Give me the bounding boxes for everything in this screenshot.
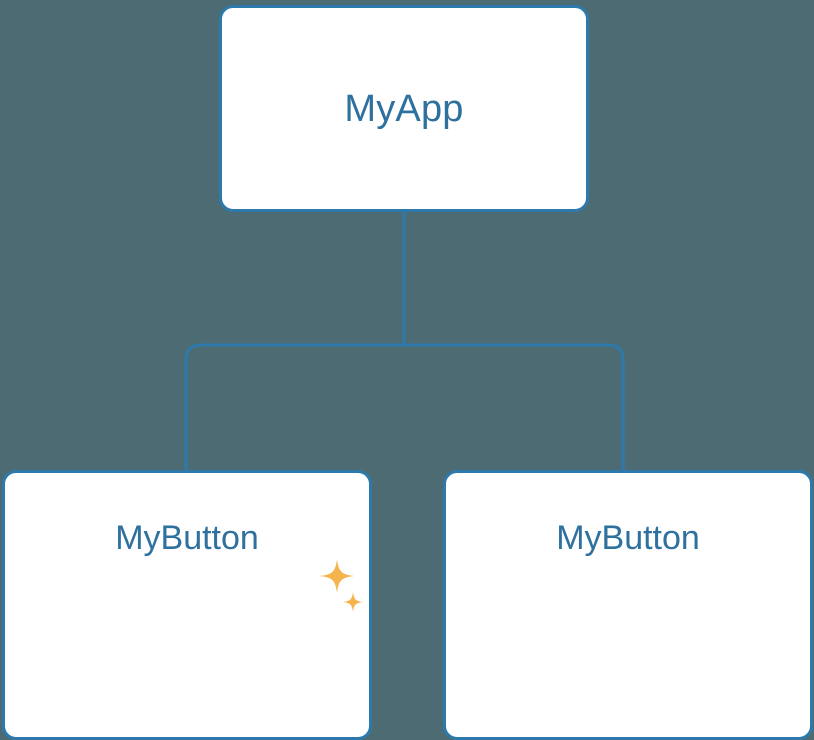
connector-branch-bar [184,343,625,475]
node-mybutton-left-title: MyButton [115,519,259,557]
node-mybutton-right-title: MyButton [556,519,700,557]
node-myapp[interactable]: MyApp [219,5,589,212]
node-myapp-title: MyApp [344,87,464,130]
node-mybutton-right[interactable]: MyButton [443,470,813,740]
node-mybutton-left[interactable]: MyButton [2,470,372,740]
